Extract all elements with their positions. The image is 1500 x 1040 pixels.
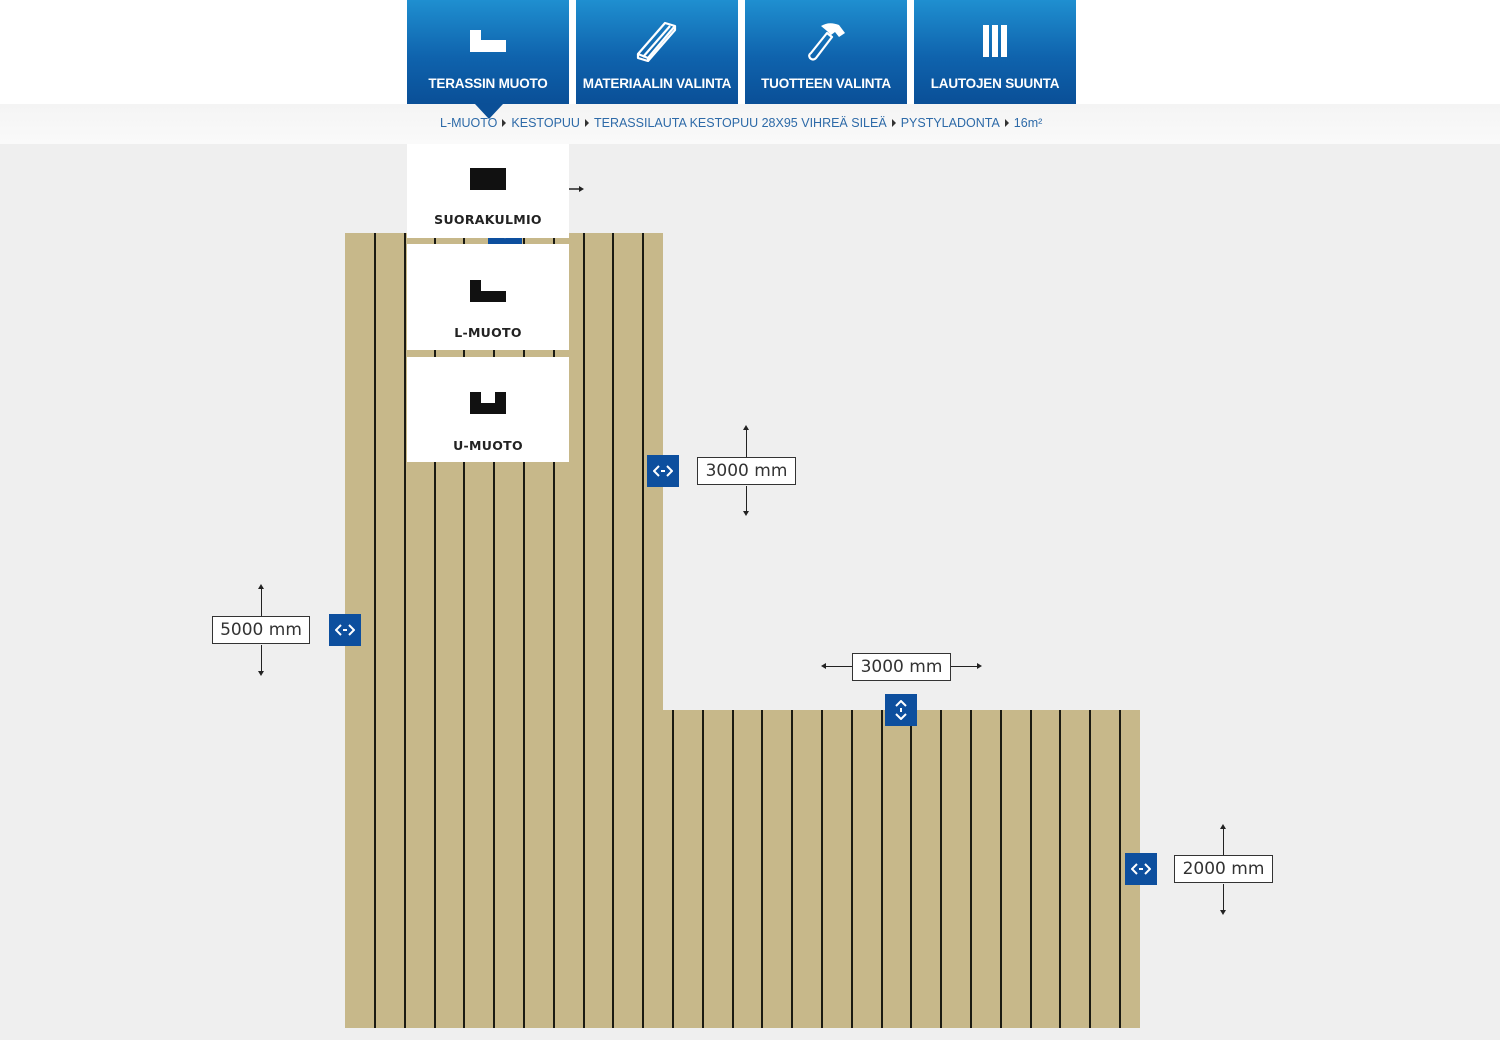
- plank-gap-line: [583, 233, 585, 1028]
- plank-gap-line: [1089, 710, 1091, 1028]
- arrow-up-icon: [258, 584, 264, 589]
- plank-gap-line: [940, 710, 942, 1028]
- arrow-right-icon: [977, 663, 982, 669]
- plank-gap-line: [1030, 710, 1032, 1028]
- breadcrumb-separator-icon: [1004, 119, 1009, 127]
- dimension-line: [1223, 884, 1224, 911]
- arrow-right-icon: [569, 186, 584, 192]
- deck-lower-section: [345, 710, 1140, 1028]
- dimension-input-upper-right[interactable]: 3000 mm: [697, 457, 796, 485]
- dimension-line: [746, 486, 747, 512]
- breadcrumb-item[interactable]: TERASSILAUTA KESTOPUU 28X95 VIHREÄ SILEÄ: [593, 116, 887, 130]
- breadcrumb-separator-icon: [891, 119, 896, 127]
- plank-gap-line: [761, 710, 763, 1028]
- arrow-down-icon: [258, 671, 264, 676]
- dimension-line: [1223, 829, 1224, 856]
- dimension-line: [746, 430, 747, 457]
- tab-label: LAUTOJEN SUUNTA: [930, 76, 1060, 91]
- vertical-boards-icon: [914, 20, 1076, 62]
- plank-gap-line: [463, 233, 465, 1028]
- l-shape-icon: [407, 20, 569, 62]
- plank-gap-line: [702, 710, 704, 1028]
- dimension-input-left[interactable]: 5000 mm: [212, 616, 310, 644]
- plank-gap-line: [732, 710, 734, 1028]
- plank-gap-line: [851, 710, 853, 1028]
- shape-option-label: L-MUOTO: [454, 325, 522, 340]
- arrow-left-icon: [821, 663, 826, 669]
- shape-option-label: U-MUOTO: [453, 438, 523, 453]
- plank-gap-line: [523, 233, 525, 1028]
- plank-gap-line: [791, 710, 793, 1028]
- breadcrumb-item[interactable]: KESTOPUU: [511, 116, 580, 130]
- shape-option-l-muoto[interactable]: L-MUOTO: [407, 244, 569, 350]
- dimension-input-lower-width[interactable]: 3000 mm: [852, 653, 951, 681]
- resize-handle-upper-right[interactable]: [647, 455, 679, 487]
- step-tabs: TERASSIN MUOTO MATERIAALIN VALINTA TUOTT…: [407, 0, 1076, 119]
- dimension-line: [950, 666, 977, 667]
- plank-gap-line: [821, 710, 823, 1028]
- breadcrumb-item[interactable]: L-MUOTO: [440, 116, 498, 130]
- shape-option-suorakulmio[interactable]: SUORAKULMIO: [407, 144, 569, 238]
- plank-gap-line: [612, 233, 614, 1028]
- hammer-icon: [745, 20, 907, 62]
- tab-terassin-muoto[interactable]: TERASSIN MUOTO: [407, 0, 569, 119]
- tab-label: TERASSIN MUOTO: [428, 76, 548, 91]
- tab-label: TUOTTEEN VALINTA: [761, 76, 891, 91]
- tab-materiaalin-valinta[interactable]: MATERIAALIN VALINTA: [576, 0, 738, 104]
- resize-handle-left[interactable]: [329, 614, 361, 646]
- arrow-down-icon: [1220, 910, 1226, 915]
- plank-gap-line: [553, 233, 555, 1028]
- shape-option-u-muoto[interactable]: U-MUOTO: [407, 357, 569, 462]
- breadcrumb-item[interactable]: PYSTYLADONTA: [900, 116, 1000, 130]
- plank-gap-line: [910, 710, 912, 1028]
- dimension-line: [261, 645, 262, 672]
- plank-gap-line: [1059, 710, 1061, 1028]
- breadcrumb-item: 16m²: [1013, 116, 1043, 130]
- dimension-line: [826, 666, 853, 667]
- plank-gap-line: [642, 233, 644, 1028]
- plank-gap-line: [881, 710, 883, 1028]
- breadcrumb-separator-icon: [502, 119, 507, 127]
- dimension-line: [261, 589, 262, 616]
- breadcrumb-bar: [0, 104, 1500, 144]
- arrow-up-icon: [1220, 824, 1226, 829]
- tab-label: MATERIAALIN VALINTA: [582, 76, 732, 91]
- breadcrumb-separator-icon: [584, 119, 589, 127]
- resize-handle-lower-top[interactable]: [885, 694, 917, 726]
- l-shape-icon: [407, 280, 569, 302]
- shape-option-label: SUORAKULMIO: [434, 212, 542, 227]
- plank-gap-line: [970, 710, 972, 1028]
- plank-gap-line: [404, 233, 406, 1028]
- plank-gap-line: [672, 710, 674, 1028]
- plank-gap-line: [1119, 710, 1121, 1028]
- resize-handle-lower-right[interactable]: [1125, 853, 1157, 885]
- dimension-input-lower-right[interactable]: 2000 mm: [1174, 855, 1273, 883]
- plank-gap-line: [374, 233, 376, 1028]
- rectangle-shape-icon: [407, 168, 569, 190]
- breadcrumb: L-MUOTO KESTOPUU TERASSILAUTA KESTOPUU 2…: [440, 116, 1042, 130]
- u-shape-icon: [407, 392, 569, 414]
- tab-lautojen-suunta[interactable]: LAUTOJEN SUUNTA: [914, 0, 1076, 104]
- planks-icon: [576, 20, 738, 62]
- arrow-up-icon: [743, 425, 749, 430]
- arrow-down-icon: [743, 511, 749, 516]
- plank-gap-line: [493, 233, 495, 1028]
- plank-gap-line: [1000, 710, 1002, 1028]
- tab-tuotteen-valinta[interactable]: TUOTTEEN VALINTA: [745, 0, 907, 104]
- plank-gap-line: [434, 233, 436, 1028]
